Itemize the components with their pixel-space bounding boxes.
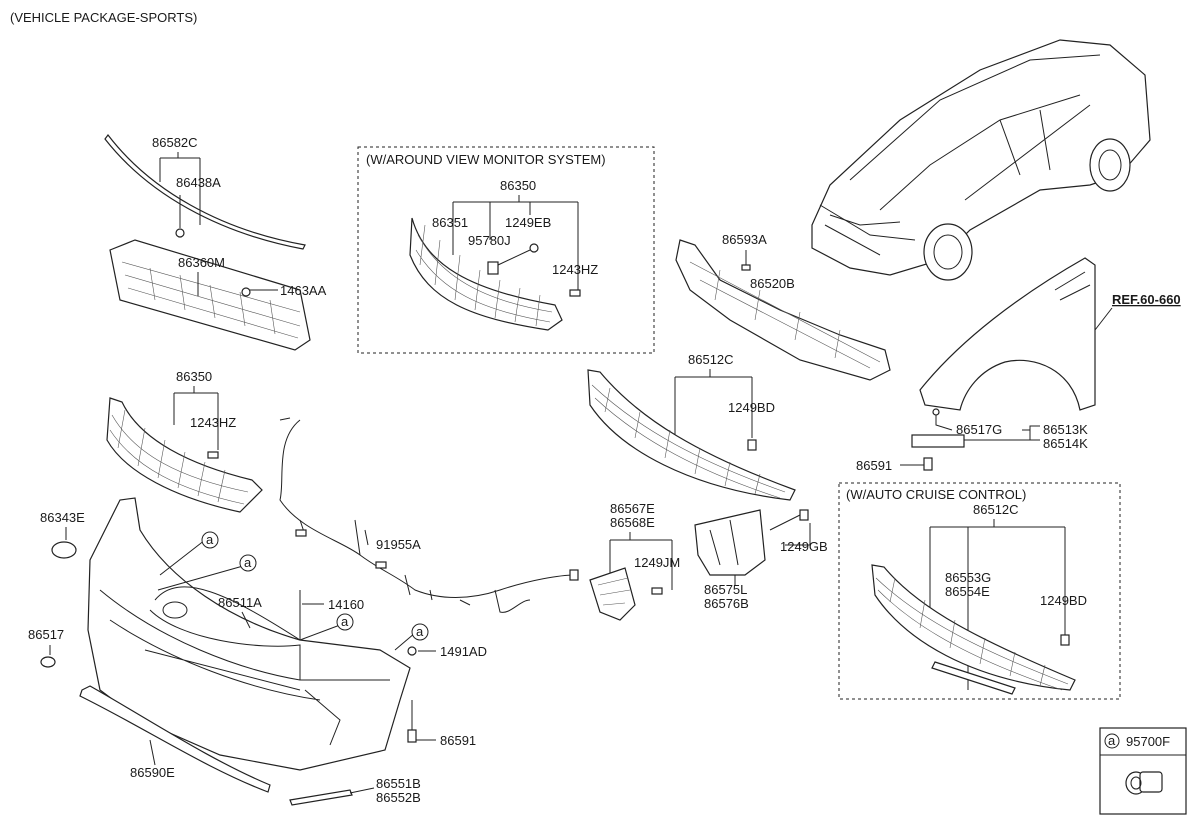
bolt-icon	[569, 289, 581, 297]
part-label-86360M[interactable]: 86360M	[178, 255, 225, 270]
bumper-bracket	[694, 509, 766, 576]
ref-circle-a[interactable]	[336, 613, 354, 631]
part-label-1249EB-avm[interactable]: 1249EB	[505, 215, 551, 230]
part-label-1463AA[interactable]: 1463AA	[280, 283, 327, 298]
trim-strip	[931, 661, 1016, 695]
screw-icon	[529, 243, 539, 253]
ref-circle-a-label: a	[341, 614, 349, 629]
bumper-absorber	[675, 239, 891, 381]
diagram-title: (VEHICLE PACKAGE-SPORTS)	[10, 10, 197, 25]
part-label-86576B[interactable]: 86576B	[704, 596, 749, 611]
part-label-86593A[interactable]: 86593A	[722, 232, 767, 247]
part-label-86591-bumper[interactable]: 86591	[440, 733, 476, 748]
part-label-86554E[interactable]: 86554E	[945, 584, 990, 599]
part-label-1491AD[interactable]: 1491AD	[440, 644, 487, 659]
camera-icon	[487, 261, 499, 275]
grille-avm	[409, 217, 563, 331]
part-label-86513K[interactable]: 86513K	[1043, 422, 1088, 437]
bolt-icon	[241, 287, 251, 297]
part-label-86568E[interactable]: 86568E	[610, 515, 655, 530]
screw-icon	[923, 457, 933, 471]
clip-icon	[932, 408, 940, 416]
part-label-1249BD[interactable]: 1249BD	[728, 400, 775, 415]
part-label-86553G[interactable]: 86553G	[945, 570, 991, 585]
part-label-86590E[interactable]: 86590E	[130, 765, 175, 780]
lower-strip	[289, 789, 353, 806]
part-label-86512C[interactable]: 86512C	[688, 352, 734, 367]
part-label-14160[interactable]: 14160	[328, 597, 364, 612]
wiring-harness	[279, 417, 579, 613]
part-label-1249BD-acc[interactable]: 1249BD	[1040, 593, 1087, 608]
lower-lip-86590E	[79, 685, 271, 793]
auto-cruise-title: (W/AUTO CRUISE CONTROL)	[846, 487, 1026, 502]
part-label-86512C-acc[interactable]: 86512C	[973, 502, 1019, 517]
part-label-91955A[interactable]: 91955A	[376, 537, 421, 552]
screw-icon	[1060, 634, 1070, 646]
ref-circle-a[interactable]	[239, 554, 257, 572]
part-label-86567E[interactable]: 86567E	[610, 501, 655, 516]
lower-grille	[587, 369, 796, 501]
ref-circle-a-label: a	[206, 532, 214, 547]
part-label-86517G[interactable]: 86517G	[956, 422, 1002, 437]
clip-icon	[741, 264, 751, 271]
clip-icon	[407, 646, 417, 656]
screw-icon	[799, 509, 809, 521]
radiator-grille	[106, 397, 263, 513]
ref-circle-a[interactable]	[1104, 733, 1120, 749]
bumper-cover	[87, 497, 411, 771]
part-label-86511A[interactable]: 86511A	[218, 595, 262, 610]
ref-circle-a[interactable]	[411, 623, 429, 641]
part-label-86582C[interactable]: 86582C	[152, 135, 198, 150]
part-label-1249GB[interactable]: 1249GB	[780, 539, 828, 554]
ref-circle-a-label: a	[244, 555, 252, 570]
bolt-icon	[207, 451, 219, 459]
part-label-95780J[interactable]: 95780J	[468, 233, 511, 248]
around-view-box	[357, 146, 655, 354]
part-label-86514K[interactable]: 86514K	[1043, 436, 1088, 451]
fog-lamp-bezel	[589, 567, 636, 621]
vehicle-illustration	[811, 39, 1151, 281]
part-label-86351[interactable]: 86351	[432, 215, 468, 230]
part-label-95700F[interactable]: 95700F	[1126, 734, 1170, 749]
bracket-icon	[911, 434, 965, 448]
auto-cruise-box	[838, 482, 1121, 700]
ref-label[interactable]: REF.60-660	[1112, 292, 1181, 307]
ref-circle-a-label: a	[416, 624, 424, 639]
part-label-1243HZ-avm[interactable]: 1243HZ	[552, 262, 598, 277]
part-label-1243HZ[interactable]: 1243HZ	[190, 415, 236, 430]
around-view-title: (W/AROUND VIEW MONITOR SYSTEM)	[366, 152, 606, 167]
part-label-86438A[interactable]: 86438A	[176, 175, 221, 190]
part-label-1249JM[interactable]: 1249JM	[634, 555, 680, 570]
clip-icon	[175, 228, 185, 238]
cap-icon	[40, 656, 56, 668]
part-label-86591-fender[interactable]: 86591	[856, 458, 892, 473]
part-label-86552B[interactable]: 86552B	[376, 790, 421, 805]
lower-grille-acc	[871, 564, 1076, 691]
ref-circle-a[interactable]	[201, 531, 219, 549]
parking-sensor-icon	[1125, 771, 1163, 795]
emblem-icon	[51, 541, 77, 559]
molding-strip	[104, 134, 306, 250]
screw-icon	[407, 729, 417, 743]
fender-panel	[919, 257, 1096, 411]
upper-cover	[109, 239, 311, 351]
part-label-86551B[interactable]: 86551B	[376, 776, 421, 791]
part-label-86343E[interactable]: 86343E	[40, 510, 85, 525]
part-label-86350[interactable]: 86350	[176, 369, 212, 384]
part-label-86517[interactable]: 86517	[28, 627, 64, 642]
ref-circle-a-label: a	[1108, 733, 1116, 748]
part-label-86520B[interactable]: 86520B	[750, 276, 795, 291]
screw-icon	[747, 439, 757, 451]
part-label-86575L[interactable]: 86575L	[704, 582, 747, 597]
part-label-86350-avm[interactable]: 86350	[500, 178, 536, 193]
bolt-icon	[651, 587, 663, 595]
